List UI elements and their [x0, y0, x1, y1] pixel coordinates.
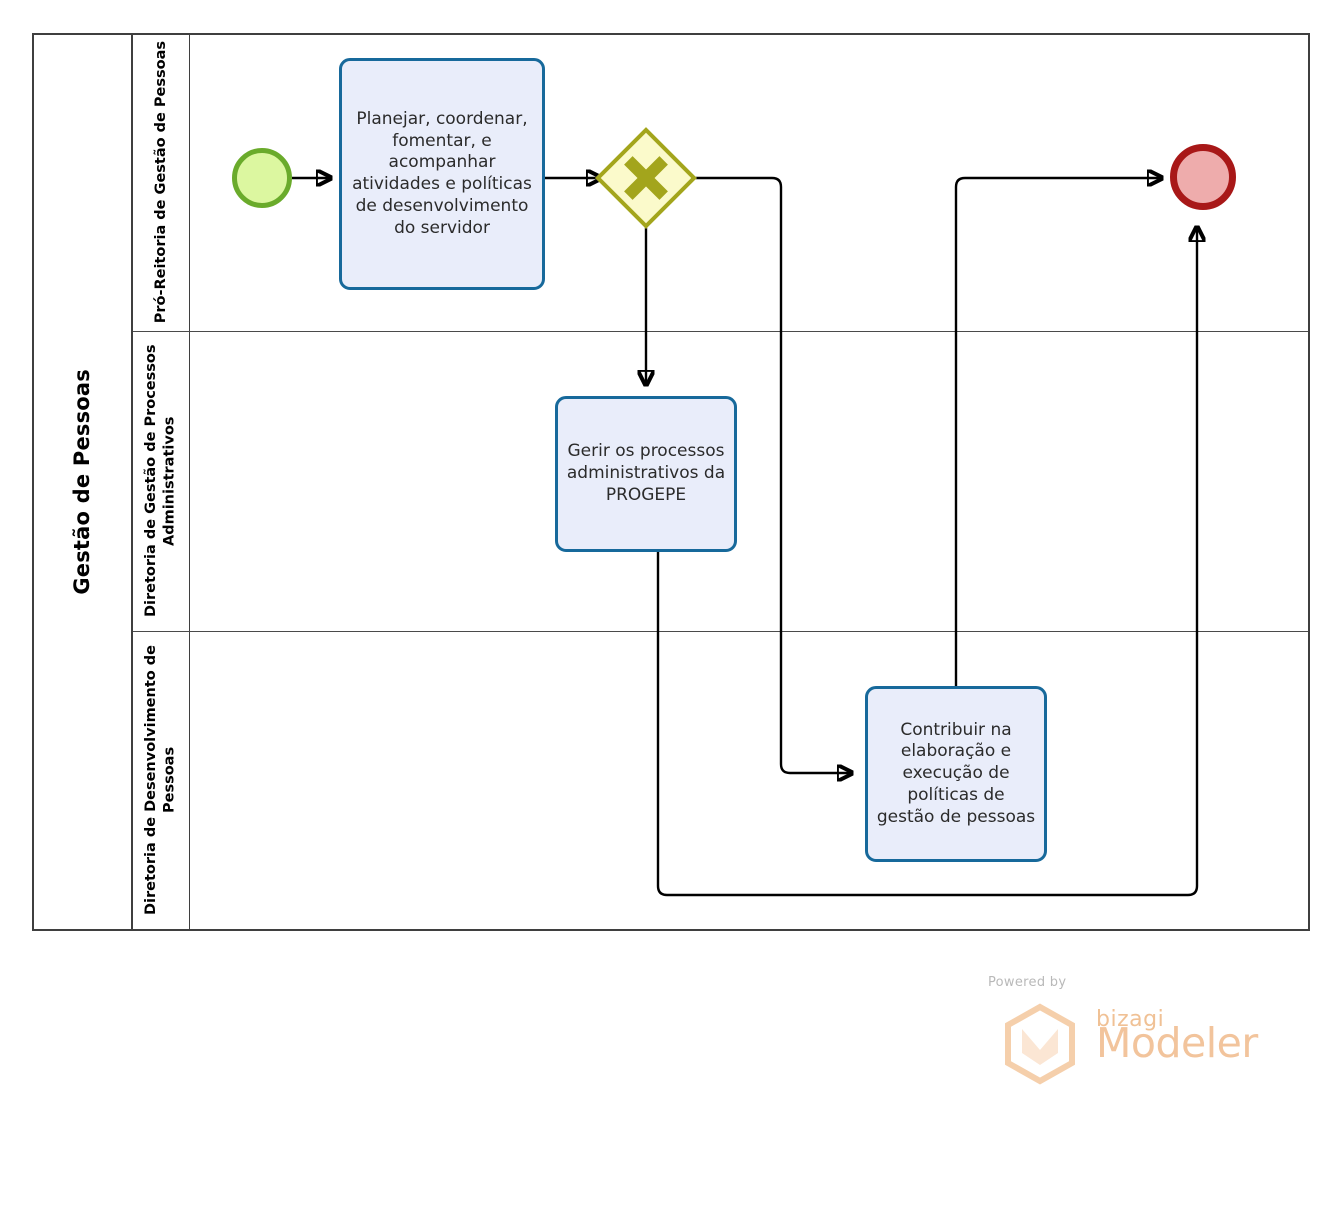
start-event[interactable]: [232, 148, 292, 208]
lane-divider-2: [133, 631, 1308, 632]
lane-header-pro-reitoria[interactable]: Pró-Reitoria de Gestão de Pessoas: [133, 33, 190, 331]
bizagi-watermark: Powered by bizagi Modeler: [988, 975, 1258, 1085]
lane-header-diretoria-desenvolvimento[interactable]: Diretoria de Desenvolvimento de Pessoas: [133, 631, 190, 929]
lane-label-1: Pró-Reitoria de Gestão de Pessoas: [152, 40, 169, 324]
bizagi-hexagon-logo-icon: [1005, 1003, 1075, 1085]
lane-divider-1: [133, 331, 1308, 332]
task-planejar[interactable]: Planejar, coordenar, fomentar, e acompan…: [339, 58, 545, 290]
task-gerir-label: Gerir os processos administrativos da PR…: [566, 441, 726, 505]
pool-title: Gestão de Pessoas: [32, 33, 133, 931]
task-planejar-label: Planejar, coordenar, fomentar, e acompan…: [352, 108, 532, 238]
pool-title-label: Gestão de Pessoas: [69, 369, 94, 595]
watermark-brand-label: bizagi: [1096, 1007, 1165, 1032]
task-contribuir[interactable]: Contribuir na elaboração e execução de p…: [865, 686, 1047, 862]
lane-header-diretoria-processos[interactable]: Diretoria de Gestão de Processos Adminis…: [133, 331, 190, 631]
task-contribuir-label: Contribuir na elaboração e execução de p…: [876, 719, 1036, 827]
watermark-powered-by-label: Powered by: [988, 975, 1067, 990]
watermark-product-label: Modeler: [1096, 1019, 1258, 1067]
plus-icon: [624, 156, 668, 200]
end-event[interactable]: [1170, 144, 1236, 210]
lane-label-3: Diretoria de Desenvolvimento de Pessoas: [143, 645, 178, 915]
lane-label-2: Diretoria de Gestão de Processos Adminis…: [143, 344, 178, 618]
task-gerir[interactable]: Gerir os processos administrativos da PR…: [555, 396, 737, 552]
